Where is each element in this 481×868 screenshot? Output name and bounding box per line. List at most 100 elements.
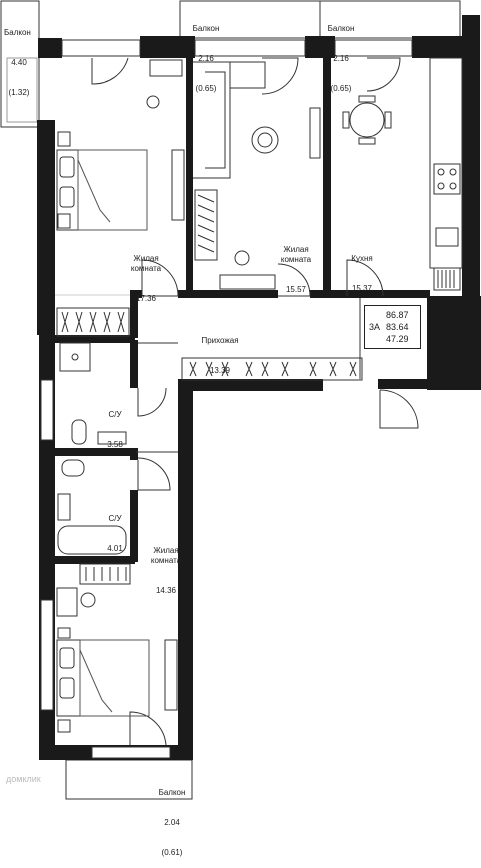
room-name: Балкон [4,28,31,37]
wall [38,38,62,58]
wall [323,58,331,296]
furniture [56,57,463,733]
room-name: Балкон [158,788,186,797]
room-area-sub: (0.61) [161,848,183,857]
room-area: 17.36 [135,294,157,303]
hall-wardrobe-hangers [189,361,357,377]
pillow [59,156,75,178]
fridge-lines [437,270,455,288]
hall-wardrobe [181,357,363,381]
area-summary-box: 3А 86.87 83.64 47.29 [364,305,421,349]
room-name: С/У [108,514,122,523]
bath2-label: С/У 4.01 [100,494,130,564]
desk [219,274,276,290]
kitchen-counter [429,57,463,269]
wardrobe-hangers [85,567,127,581]
wall [55,335,135,343]
tv-stand [171,149,185,221]
watermark-logo: домклик [6,774,41,784]
total-area: 86.87 [386,310,409,320]
shower [59,342,91,372]
living-area: 47.29 [386,334,409,344]
room-name: Жилая комната [130,254,162,273]
window [334,39,413,57]
balcony-bottom-label: Балкон 2.04 (0.61) [152,768,192,868]
door-swing [129,711,167,746]
room-area: 2.16 [198,54,214,63]
nightstand [57,213,71,229]
sink [435,227,459,247]
door-swing [277,263,311,297]
pillow [59,186,75,208]
wall [55,448,138,456]
wall [55,556,135,564]
entry-door [379,389,419,429]
wall [170,745,193,760]
wall [130,340,138,388]
window [61,39,141,57]
sofa-arm [229,61,266,89]
toilet [61,459,85,477]
room-area: 15.57 [285,285,307,294]
balcony-left-label: Балкон 4.40 (1.32) [4,8,34,108]
wall [305,36,335,58]
wall [462,15,480,296]
room-area-sub: (1.32) [8,88,30,97]
desk [56,587,78,617]
coffee-table [251,126,279,154]
windows [40,39,413,759]
pillow [59,647,75,669]
bedroom-bottom-label: Жилая комната 14.36 [136,526,196,606]
window [40,599,54,711]
nightstand [57,627,71,639]
room-area-sub: (0.65) [330,84,352,93]
chair [234,250,250,266]
burner [449,168,457,176]
wall [178,290,278,298]
coffee-table-inner [257,132,273,148]
door-swing [137,457,171,491]
wall [140,36,195,58]
door-swing [366,57,401,92]
room-name: Балкон [192,24,220,33]
wall [130,448,138,460]
wall [378,379,442,389]
wall [310,290,430,298]
burner [437,168,445,176]
room-area: 4.01 [107,544,123,553]
desk [149,59,183,77]
pillow [59,677,75,699]
nightstand [57,719,71,733]
area-values: 86.87 83.64 47.29 [386,309,409,345]
balcony-left-outline [0,0,40,128]
dining-chairs [342,95,392,145]
wall [130,290,138,338]
wardrobe-hangers [61,311,125,333]
fridge [433,267,461,291]
wall [130,490,138,562]
window [194,39,306,57]
bed-cover [79,639,150,717]
shelf-lines [197,194,215,253]
room-name: Балкон [327,24,355,33]
washbasin [57,493,71,521]
room-area: 2.04 [164,818,180,827]
room-name: Жилая комната [150,546,182,565]
balcony-left-inner [6,57,38,123]
wall [186,58,193,296]
door-swing [261,57,299,95]
room-name: Прихожая [201,336,239,345]
room-area: 13.39 [209,366,231,375]
window [91,746,171,759]
wall [412,36,462,58]
wall [178,379,193,759]
wall [130,290,142,298]
chair [80,592,96,608]
kitchen-label: Кухня 15.37 [340,234,384,304]
bed-cover [77,149,148,231]
window [40,379,54,441]
stove [433,163,461,195]
tv-stand [164,639,178,711]
wall [37,120,55,335]
balcony-top-right-label: Балкон 2.16 (0.65) [323,4,359,104]
